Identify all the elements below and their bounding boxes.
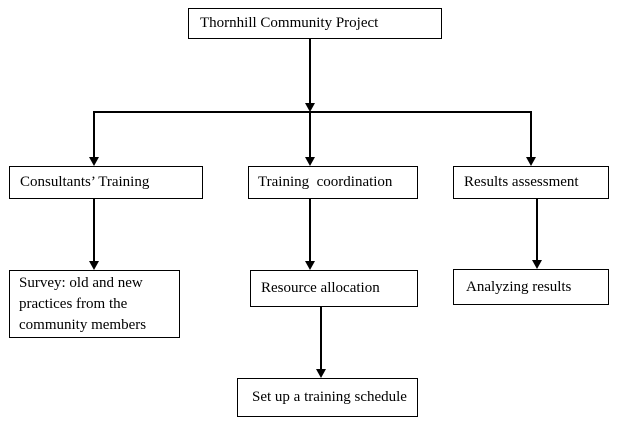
- node-root: Thornhill Community Project: [188, 8, 442, 39]
- node-analyzing-results-label: Analyzing results: [466, 278, 572, 295]
- node-training-schedule-label: Set up a training schedule: [252, 389, 407, 405]
- arrowhead-branch-center-icon: [305, 157, 315, 166]
- arrowhead-resource-schedule-icon: [316, 369, 326, 378]
- node-results-assessment-label: Results assessment: [464, 174, 579, 190]
- node-consultants-training: Consultants’ Training: [9, 166, 203, 199]
- node-resource-allocation-label: Resource allocation: [261, 280, 380, 296]
- arrowhead-branch-left-icon: [89, 157, 99, 166]
- node-training-coordination: Training coordination: [248, 166, 418, 199]
- arrowhead-results-analyzing-icon: [532, 260, 542, 269]
- node-analyzing-results: Analyzing results: [453, 269, 609, 305]
- node-training-schedule: Set up a training schedule: [237, 378, 418, 417]
- connector-root-stem: [309, 39, 311, 103]
- connector-resource-schedule: [320, 307, 322, 369]
- connector-coordination-resource: [309, 199, 311, 261]
- connector-branch-right: [530, 111, 532, 157]
- connector-branch-center: [309, 111, 311, 157]
- arrowhead-root-branch-icon: [305, 103, 315, 112]
- node-training-coordination-label: Training coordination: [258, 174, 393, 190]
- connector-consultants-survey: [93, 199, 95, 261]
- node-survey-label: Survey: old and new practices from the c…: [19, 274, 147, 333]
- arrowhead-consultants-survey-icon: [89, 261, 99, 270]
- node-consultants-training-label: Consultants’ Training: [20, 174, 150, 190]
- node-root-label: Thornhill Community Project: [200, 15, 379, 31]
- connector-branch-line: [93, 111, 531, 113]
- connector-branch-left: [93, 111, 95, 157]
- arrowhead-branch-right-icon: [526, 157, 536, 166]
- node-survey: Survey: old and new practices from the c…: [9, 270, 180, 338]
- node-results-assessment: Results assessment: [453, 166, 609, 199]
- node-resource-allocation: Resource allocation: [250, 270, 418, 307]
- connector-results-analyzing: [536, 199, 538, 260]
- arrowhead-coordination-resource-icon: [305, 261, 315, 270]
